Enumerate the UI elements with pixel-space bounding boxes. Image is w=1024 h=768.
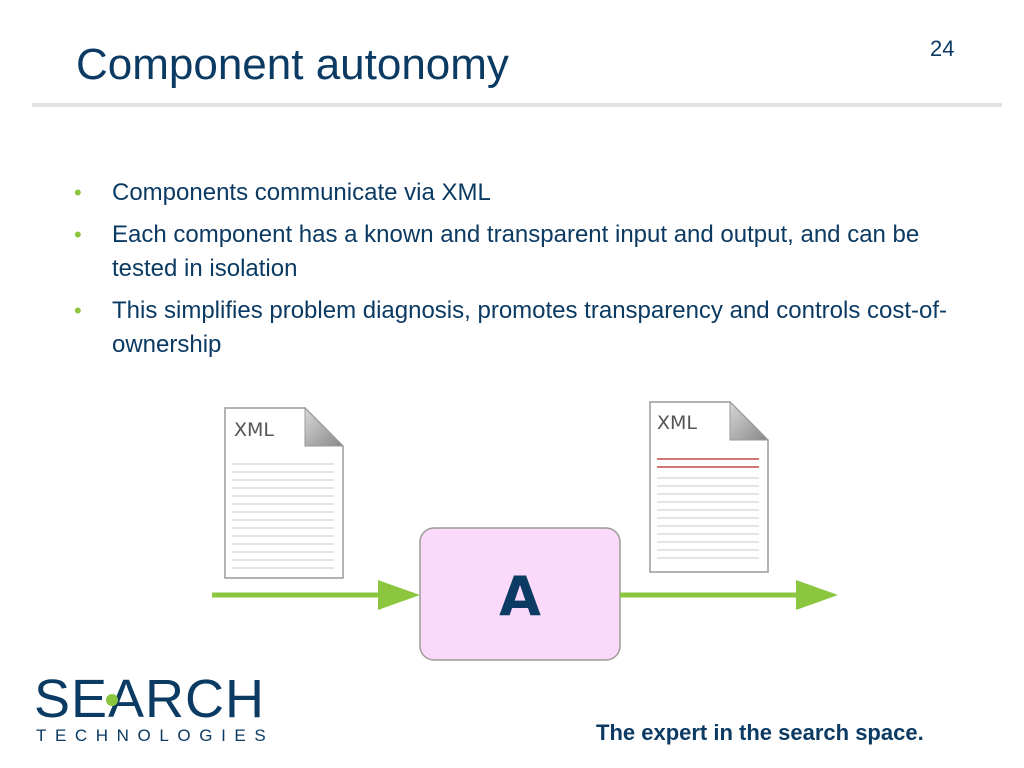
bullet-marker: • <box>74 298 82 323</box>
output-arrow-icon <box>620 580 838 610</box>
input-document-label: XML <box>234 419 274 441</box>
output-document-label: XML <box>657 412 697 434</box>
bullet-item: • Each component has a known and transpa… <box>74 218 954 286</box>
page-fold <box>729 400 770 441</box>
company-logo-subtitle: TECHNOLOGIES <box>36 726 275 745</box>
slide-number: 24 <box>930 36 955 61</box>
component-diagram: XML XML <box>212 400 838 661</box>
logo-accent-dot-icon <box>106 694 118 706</box>
bullet-item: • Components communicate via XML <box>74 176 954 210</box>
component-box: A <box>419 527 621 661</box>
bullet-text: Each component has a known and transpare… <box>112 221 920 282</box>
company-logo-wordmark: SEARCH <box>34 669 266 729</box>
bullet-list: • Components communicate via XML • Each … <box>74 176 954 370</box>
input-xml-document-icon: XML <box>224 406 345 579</box>
output-highlight-lines <box>657 458 759 468</box>
bullet-text: This simplifies problem diagnosis, promo… <box>112 297 948 358</box>
bullet-item: • This simplifies problem diagnosis, pro… <box>74 294 954 362</box>
page-fold <box>304 406 345 447</box>
bullet-text: Components communicate via XML <box>112 179 491 206</box>
bullet-marker: • <box>74 222 82 247</box>
slide-title: Component autonomy <box>76 40 509 89</box>
component-label: A <box>499 565 541 628</box>
company-tagline: The expert in the search space. <box>596 720 924 745</box>
title-divider <box>32 103 1002 107</box>
output-xml-document-icon: XML <box>649 400 770 573</box>
input-arrow-icon <box>212 580 420 610</box>
bullet-marker: • <box>74 180 82 205</box>
